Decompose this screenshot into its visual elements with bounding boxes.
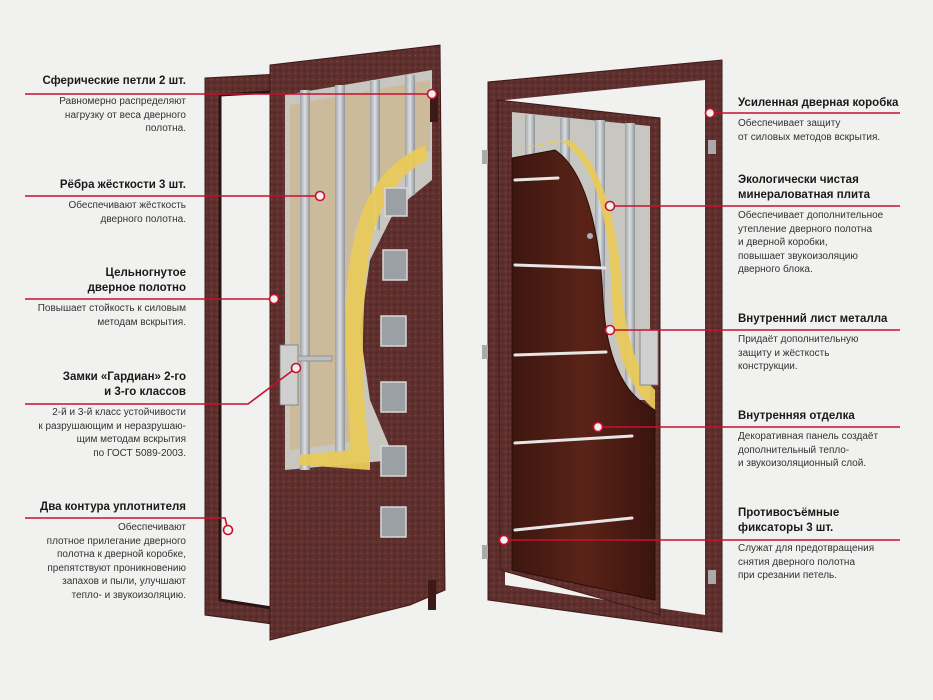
callout-hinges: Сферические петли 2 шт. Равномерно распр… (0, 74, 186, 136)
callout-title: Цельногнутое дверное полотно (87, 267, 186, 294)
callout-pins: Противосъёмные фиксаторы 3 шт. Служат дл… (738, 506, 923, 583)
callout-description: Обеспечивает дополнительное утепление дв… (738, 210, 884, 275)
callout-title: Усиленная дверная коробка (738, 97, 899, 109)
callout-title: Замки «Гардиан» 2-го и 3-го классов (62, 371, 186, 398)
right-inner-panel (511, 149, 656, 601)
callout-description: Придаёт дополнительную защиту и жёсткост… (738, 334, 859, 372)
callout-locks: Замки «Гардиан» 2-го и 3-го классов 2-й … (0, 370, 186, 460)
callout-description: Декоративная панель создаёт дополнительн… (738, 431, 879, 469)
callout-frame: Усиленная дверная коробка Обеспечивает з… (738, 96, 923, 144)
callout-inner-sheet: Внутренний лист металла Придаёт дополнит… (738, 312, 923, 374)
callout-seals: Два контура уплотнителя Обеспечивают пло… (0, 500, 186, 602)
callout-title: Противосъёмные фиксаторы 3 шт. (738, 507, 840, 534)
left-door (204, 44, 446, 641)
callout-description: Равномерно распределяют нагрузку от веса… (59, 96, 186, 134)
callout-description: Обеспечивают жёсткость дверного полотна. (68, 200, 186, 225)
callout-door-leaf: Цельногнутое дверное полотно Повышает ст… (0, 266, 186, 329)
callout-description: Повышает стойкость к силовым методам вск… (37, 303, 186, 328)
callout-title: Сферические петли 2 шт. (42, 75, 186, 87)
callout-description: 2-й и 3-й класс устойчивости к разрушающ… (38, 407, 186, 459)
callout-description: Служат для предотвращения снятия дверног… (738, 543, 875, 581)
callout-description: Обеспечивает защиту от силовых методов в… (738, 118, 881, 143)
leader-locks (25, 367, 297, 405)
callout-insulation: Экологически чистая минераловатная плита… (738, 173, 923, 277)
callout-title: Экологически чистая минераловатная плита (738, 174, 871, 201)
callout-finish: Внутренняя отделка Декоративная панель с… (738, 409, 923, 471)
callout-ribs: Рёбра жёсткости 3 шт. Обеспечивают жёстк… (0, 178, 186, 226)
callout-description: Обеспечивают плотное прилегание дверного… (46, 522, 186, 601)
callout-title: Рёбра жёсткости 3 шт. (59, 179, 186, 191)
callout-title: Внутренняя отделка (738, 410, 855, 422)
right-door (482, 59, 723, 633)
callout-title: Внутренний лист металла (738, 313, 888, 325)
callout-title: Два контура уплотнителя (40, 501, 186, 513)
leader-dots (222, 88, 716, 546)
leader-lines (25, 93, 900, 541)
